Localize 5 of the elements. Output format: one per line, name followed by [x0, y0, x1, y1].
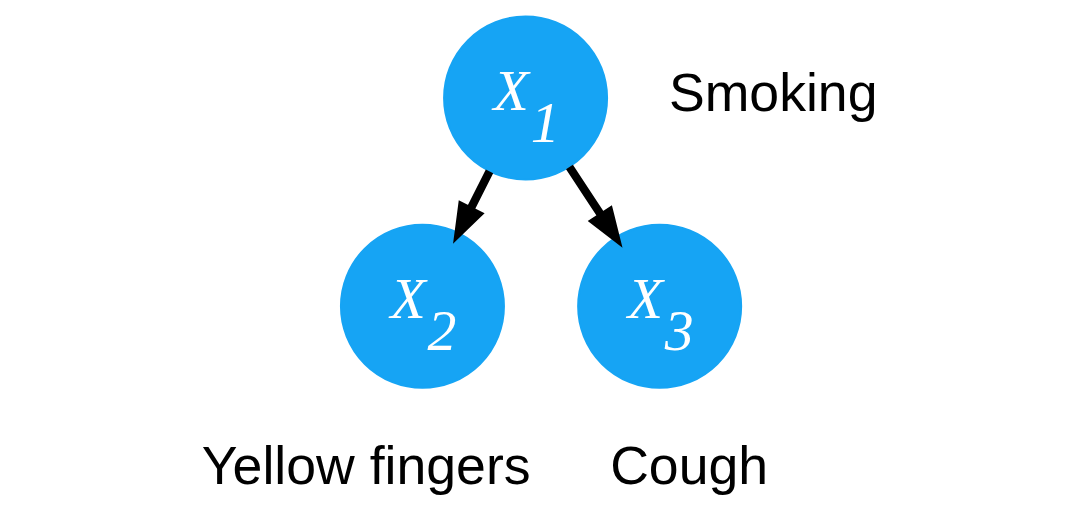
- node-label: Yellow fingers: [201, 435, 531, 496]
- arrow: [453, 169, 494, 244]
- arrow: [566, 164, 623, 248]
- node-label: Smoking: [668, 61, 878, 122]
- node-label: Cough: [610, 435, 769, 496]
